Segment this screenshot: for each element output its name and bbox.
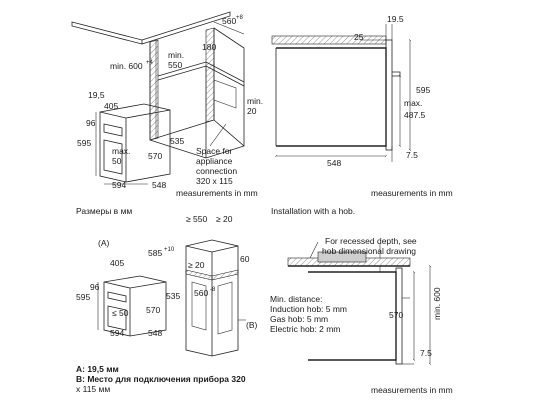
dim-550: 550: [168, 60, 182, 70]
dim-594-bl: 594: [110, 328, 124, 338]
top-right-section-drawing: 19.5 25 595 max. 487.5 548 7.5 measureme…: [271, 14, 453, 216]
dim-50: 50: [112, 156, 122, 166]
label-a: (A): [98, 238, 110, 248]
dim-560-sup: +8: [236, 15, 244, 21]
dim-50-bl: ≤ 50: [112, 308, 129, 318]
dim-180: 180: [202, 42, 216, 52]
dim-60-bl: 60: [240, 254, 250, 264]
dim-600-br: min. 600: [432, 287, 442, 320]
dim-405: 405: [104, 101, 118, 111]
min-distance-induction: Induction hob: 5 mm: [270, 304, 347, 314]
dim-595-tr: 595: [416, 85, 430, 95]
dim-7-5-br: 7.5: [420, 348, 432, 358]
recess-note-1: For recessed depth, see: [325, 236, 417, 246]
dim-585-sup: +10: [164, 247, 175, 253]
dim-96: 96: [86, 118, 96, 128]
dim-548-bl: 548: [148, 328, 162, 338]
dim-20a-bl: ≥ 20: [216, 214, 233, 224]
dim-570: 570: [148, 151, 162, 161]
dim-405-bl: 405: [110, 258, 124, 268]
space-text-4: 320 x 115: [196, 176, 233, 186]
dim-548: 548: [152, 180, 166, 190]
dim-25-tr: 25: [354, 32, 364, 42]
min-distance-title: Min. distance:: [270, 294, 322, 304]
dim-20b-bl: ≥ 20: [188, 260, 205, 270]
measurements-label-tr: measurements in mm: [371, 188, 453, 198]
space-text-1: Space for: [196, 146, 233, 156]
dim-560: 560: [222, 16, 236, 26]
note-a: A: 19,5 мм: [76, 364, 119, 374]
dim-20: 20: [247, 106, 257, 116]
dim-548-tr: 548: [327, 158, 341, 168]
note-b-line1: B: Место для подключения прибора 320: [76, 374, 246, 384]
installation-caption: Installation with a hob.: [271, 206, 355, 216]
dim-max: max.: [112, 146, 130, 156]
space-text-2: appliance: [196, 156, 233, 166]
dim-560-sup-bl: -8: [210, 287, 216, 293]
space-text-3: connection: [196, 166, 237, 176]
dim-560-bl: 560: [194, 288, 208, 298]
dim-594: 594: [112, 180, 126, 190]
dim-550-bl: ≥ 550: [186, 214, 207, 224]
russian-caption: Размеры в мм: [76, 206, 132, 216]
dim-595-bl: 595: [76, 292, 90, 302]
dim-96-bl: 96: [90, 282, 100, 292]
dim-570-bl: 570: [146, 305, 160, 315]
dim-487-5-tr: 487.5: [404, 110, 426, 120]
dim-600-sup: +4: [146, 60, 154, 66]
dim-max-tr: max.: [404, 98, 422, 108]
note-b-line2: x 115 мм: [76, 384, 110, 394]
dim-600: min. 600: [110, 61, 143, 71]
dim-550-label: min.: [168, 50, 184, 60]
recess-note-2: hob dimensional drawing: [322, 246, 416, 256]
measurements-label-tl: measurements in mm: [176, 188, 258, 198]
dim-535-bl: 535: [166, 291, 180, 301]
label-b: (B): [246, 320, 258, 330]
bottom-left-tallunit-drawing: (A) (B) ≥ 550 ≥ 20 585 +10 ≥ 20 60 560 -…: [76, 214, 258, 394]
dim-535: 535: [170, 136, 184, 146]
dim-570-br: 570: [389, 310, 403, 320]
min-distance-electric: Electric hob: 2 mm: [270, 324, 340, 334]
dim-19-5-tr: 19.5: [387, 14, 404, 24]
measurements-label-br: measurements in mm: [371, 385, 453, 395]
dim-585-bl: 585: [148, 248, 162, 258]
bottom-right-hob-section: For recessed depth, see hob dimensional …: [270, 236, 453, 395]
dim-7-5-tr: 7.5: [406, 150, 418, 160]
min-distance-gas: Gas hob: 5 mm: [270, 314, 328, 324]
dim-595: 595: [77, 138, 91, 148]
dim-19-5: 19,5: [88, 90, 105, 100]
top-left-cabinet-drawing: 560 +8 min. 600 +4 min. 550 180 min. 20 …: [71, 11, 263, 216]
dim-20-label: min.: [247, 96, 263, 106]
